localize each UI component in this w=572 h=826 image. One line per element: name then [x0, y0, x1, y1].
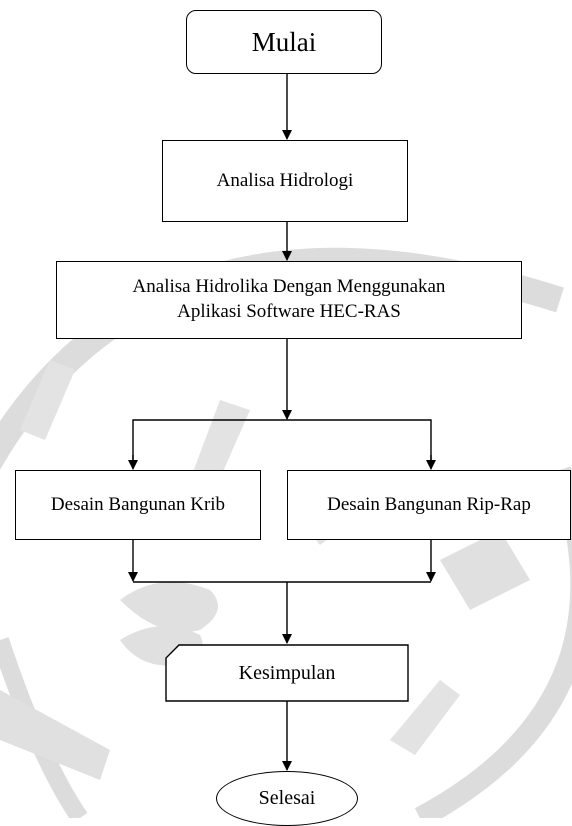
start-terminal: Mulai [186, 10, 382, 74]
riprap-design-box: Desain Bangunan Rip-Rap [287, 470, 571, 540]
krib-design-box: Desain Bangunan Krib [15, 470, 261, 540]
hydraulics-label-line2: Aplikasi Software HEC-RAS [177, 301, 401, 322]
hydraulics-process-box: Analisa Hidrolika Dengan Menggunakan Apl… [56, 261, 522, 339]
riprap-design-label: Desain Bangunan Rip-Rap [327, 494, 531, 515]
krib-design-label: Desain Bangunan Krib [50, 494, 226, 515]
end-label: Selesai [258, 787, 316, 809]
hydrology-process-box: Analisa Hidrologi [162, 140, 408, 222]
conclusion-label: Kesimpulan [238, 661, 336, 684]
hydraulics-label-line1: Analisa Hidrolika Dengan Menggunakan [132, 276, 446, 298]
conclusion-shape [165, 644, 409, 702]
conclusion-text-wrap: Kesimpulan [165, 644, 409, 702]
hydrology-label: Analisa Hidrologi [216, 170, 354, 191]
start-label: Mulai [251, 26, 317, 57]
